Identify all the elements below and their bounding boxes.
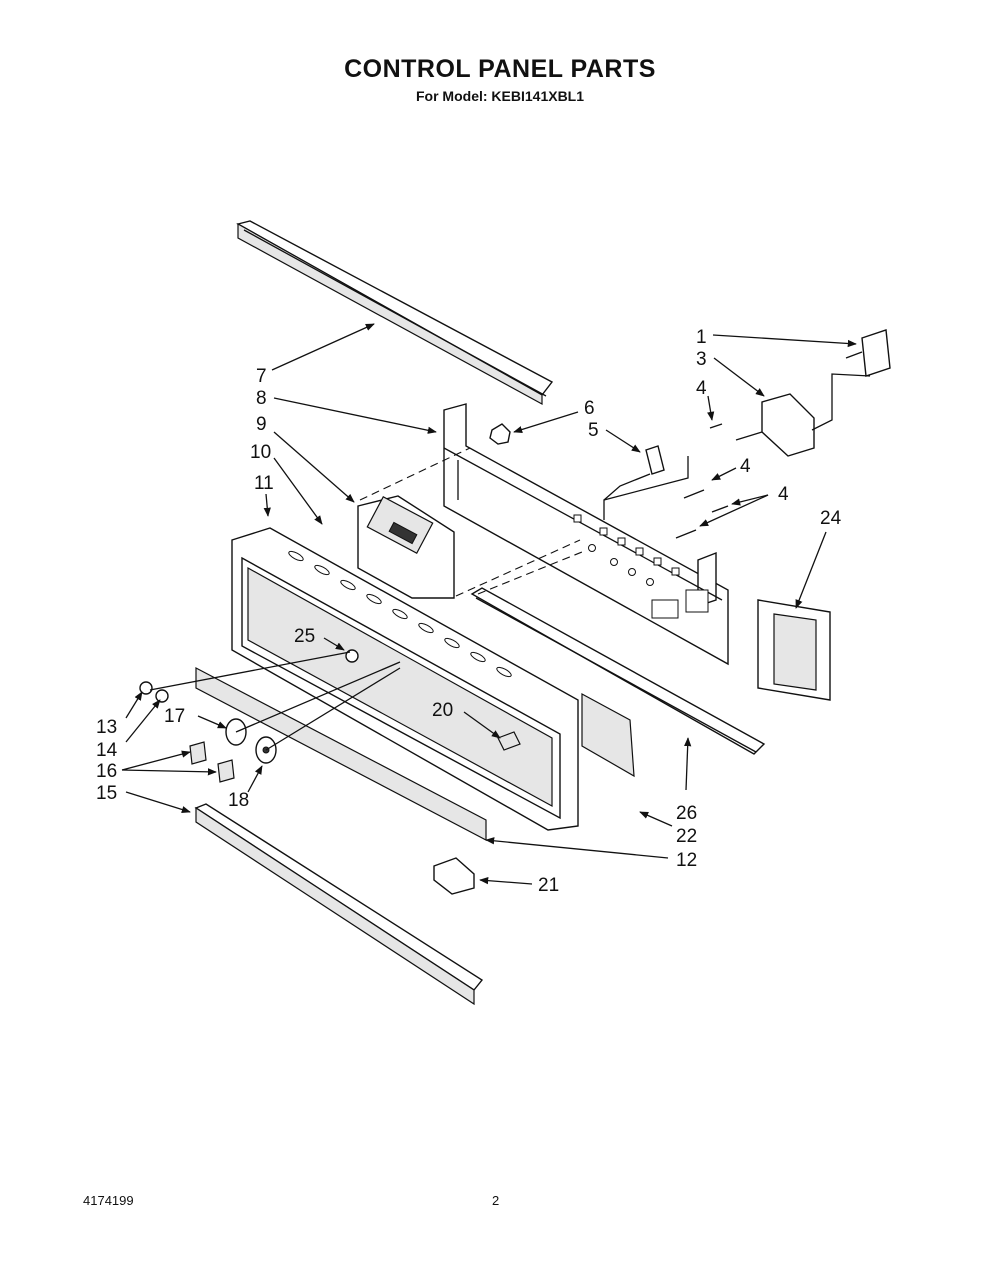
callout-16: 16 (96, 761, 117, 782)
callout-4: 4 (740, 456, 751, 477)
clip-21 (433, 857, 475, 895)
callout-15: 15 (96, 783, 117, 804)
callout-3: 3 (696, 349, 707, 370)
knob-16a (189, 741, 207, 765)
assembly-line (235, 661, 401, 733)
model-subtitle: For Model: KEBI141XBL1 (415, 88, 585, 104)
assembly-line (359, 447, 471, 501)
document-number: 4174199 (83, 1193, 134, 1208)
callout-13: 13 (96, 717, 117, 738)
bottom-trim-strip (194, 803, 484, 1006)
callout-17: 17 (164, 706, 185, 727)
lower-bracket (470, 587, 766, 755)
callout-21: 21 (538, 875, 559, 896)
callout-14: 14 (96, 740, 118, 761)
leader-lines (121, 323, 857, 885)
callout-18: 18 (228, 790, 249, 811)
clip-part (645, 445, 665, 475)
callout-labels: 1 3 4 4 4 5 6 7 8 9 10 11 12 13 14 15 16… (96, 327, 842, 896)
page-title: CONTROL PANEL PARTS (344, 55, 656, 83)
callout-12: 12 (676, 850, 697, 871)
page-number: 2 (492, 1193, 500, 1208)
callout-25: 25 (294, 626, 315, 647)
control-panel-frame (231, 527, 635, 831)
callout-11: 11 (254, 473, 274, 494)
assembly-line (455, 539, 581, 597)
clip-20 (497, 731, 521, 751)
top-trim-strip (236, 220, 554, 406)
callout-8: 8 (256, 388, 267, 409)
callout-1: 1 (696, 327, 707, 348)
plug-part (345, 649, 359, 663)
wire (603, 456, 689, 520)
knob-16b (217, 759, 235, 783)
pin-parts (675, 423, 729, 539)
callout-26: 26 (676, 803, 697, 824)
callout-9: 9 (256, 414, 267, 435)
screw-14 (155, 689, 169, 703)
nut-part (489, 423, 511, 445)
callout-4: 4 (696, 378, 707, 399)
switch-part (845, 329, 891, 377)
assembly-line (265, 667, 401, 751)
electronic-control-board (357, 495, 455, 599)
screw-13 (139, 681, 153, 695)
wire (811, 373, 871, 431)
callout-22: 22 (676, 826, 697, 847)
callout-5: 5 (588, 420, 599, 441)
control-panel-bracket (443, 403, 729, 666)
callout-4: 4 (778, 484, 789, 505)
callout-24: 24 (820, 508, 842, 529)
switch-housing (735, 393, 815, 457)
callout-20: 20 (432, 700, 453, 721)
assembly-line (149, 651, 351, 691)
wire (603, 473, 651, 501)
side-bracket (757, 599, 831, 701)
callout-6: 6 (584, 398, 595, 419)
callout-10: 10 (250, 442, 271, 463)
assembly-line (477, 551, 583, 595)
callout-7: 7 (256, 366, 267, 387)
